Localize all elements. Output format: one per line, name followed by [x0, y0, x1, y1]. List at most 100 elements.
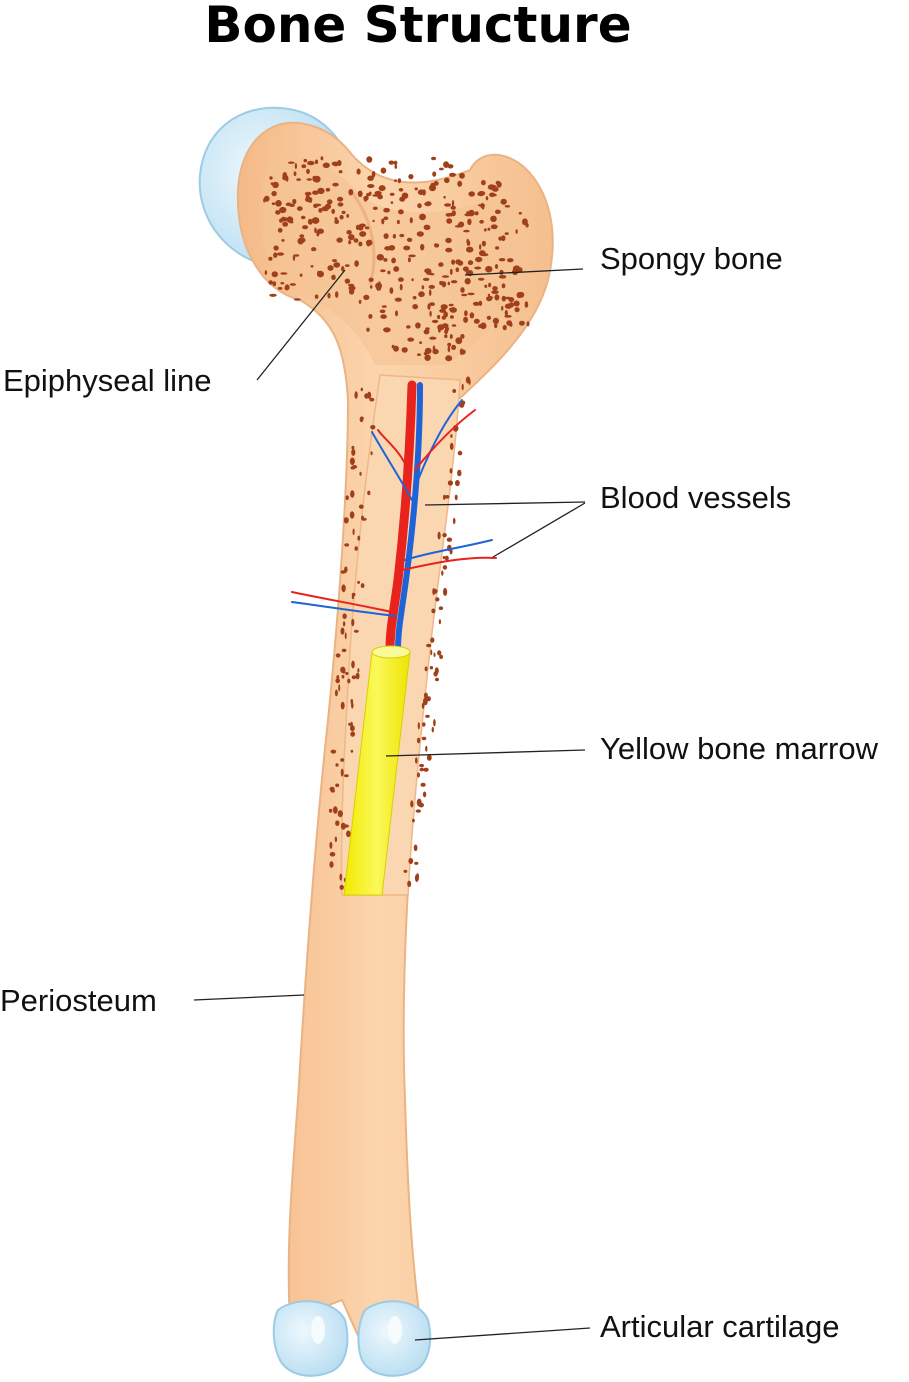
spongy-pore — [353, 629, 359, 633]
spongy-pore — [444, 555, 449, 561]
label-spongy-bone: Spongy bone — [600, 241, 783, 276]
spongy-pore — [419, 767, 425, 772]
spongy-pore — [268, 280, 274, 285]
spongy-pore — [383, 233, 389, 240]
spongy-pore — [280, 282, 285, 285]
spongy-pore — [429, 666, 434, 670]
spongy-pore — [447, 480, 453, 486]
spongy-pore — [372, 219, 375, 223]
spongy-pore — [504, 205, 511, 208]
spongy-pore — [294, 254, 300, 257]
spongy-pore — [498, 258, 506, 262]
spongy-pore — [487, 184, 496, 190]
spongy-pore — [461, 293, 468, 297]
spongy-pore — [459, 348, 464, 356]
spongy-pore — [437, 650, 442, 656]
spongy-pore — [317, 187, 325, 195]
spongy-pore — [393, 266, 400, 272]
spongy-pore — [272, 181, 279, 189]
spongy-pore — [473, 318, 480, 324]
spongy-pore — [445, 355, 453, 362]
spongy-pore — [450, 205, 456, 210]
spongy-pore — [416, 798, 422, 807]
spongy-pore — [501, 295, 506, 302]
spongy-pore — [289, 221, 294, 224]
spongy-pore — [357, 668, 360, 673]
blood-vessel-network — [291, 380, 497, 653]
spongy-pore — [494, 294, 500, 301]
spongy-pore — [276, 252, 285, 256]
spongy-pore — [425, 745, 428, 752]
spongy-pore — [507, 258, 514, 263]
spongy-pore — [447, 342, 452, 347]
spongy-pore — [383, 216, 389, 221]
spongy-pore — [361, 517, 367, 521]
spongy-pore — [268, 256, 273, 261]
spongy-pore — [478, 300, 483, 306]
spongy-pore — [344, 566, 348, 573]
label-blood-vessels: Blood vessels — [600, 480, 791, 515]
spongy-pore — [292, 198, 297, 205]
spongy-pore — [488, 282, 492, 288]
spongy-pore — [335, 653, 341, 658]
spongy-pore — [412, 296, 417, 300]
spongy-pore — [494, 209, 501, 214]
spongy-pore — [481, 253, 489, 257]
spongy-pore — [337, 160, 342, 166]
spongy-pore — [357, 190, 363, 198]
spongy-pore — [380, 167, 387, 174]
spongy-pore — [439, 308, 446, 313]
spongy-pore — [350, 731, 356, 737]
spongy-pore — [366, 242, 371, 247]
spongy-pore — [487, 227, 491, 231]
spongy-pore — [321, 206, 329, 212]
spongy-pore — [422, 277, 430, 281]
spongy-pore — [348, 189, 354, 196]
spongy-pore — [408, 858, 414, 864]
spongy-pore — [351, 595, 355, 600]
spongy-pore — [296, 206, 303, 211]
spongy-pore — [285, 202, 292, 207]
spongy-pore — [494, 323, 498, 329]
vein-branch — [417, 399, 463, 481]
spongy-pore — [490, 215, 497, 222]
spongy-pore — [273, 252, 278, 258]
spongy-pore — [335, 783, 340, 788]
spongy-pore — [393, 160, 398, 166]
spongy-pore — [293, 171, 297, 176]
spongy-pore — [331, 274, 336, 280]
spongy-pore — [275, 210, 281, 215]
leader-blood-vessels-1 — [424, 501, 586, 506]
spongy-pore — [328, 808, 333, 813]
spongy-pore — [432, 588, 436, 596]
spongy-pore — [360, 583, 365, 589]
spongy-pore — [426, 696, 431, 702]
spongy-pore — [331, 208, 336, 214]
spongy-pore — [409, 217, 413, 224]
spongy-pore — [423, 329, 430, 335]
diagram-title: Bone Structure — [204, 0, 631, 54]
spongy-pore — [526, 321, 530, 327]
spongy-pore — [454, 494, 458, 501]
spongy-pore — [421, 702, 425, 709]
spongy-pore — [475, 256, 483, 263]
spongy-pore — [424, 666, 428, 672]
spongy-pore — [433, 181, 439, 186]
spongy-pore — [415, 322, 421, 329]
spongy-pore — [432, 348, 439, 355]
spongy-pore — [420, 243, 425, 251]
spongy-pore — [508, 302, 515, 308]
spongy-pore — [477, 191, 485, 197]
spongy-pore — [355, 672, 360, 680]
spongy-pore — [345, 671, 349, 676]
spongy-pore — [371, 171, 376, 178]
spongy-pore — [421, 736, 427, 741]
spongy-pore — [329, 852, 336, 857]
spongy-pore — [452, 389, 457, 393]
spongy-pore — [366, 156, 373, 163]
spongy-pore — [322, 162, 330, 169]
spongy-pore — [428, 184, 437, 192]
spongy-pore — [445, 326, 449, 332]
spongy-pore — [457, 450, 463, 456]
spongy-pore — [358, 299, 362, 304]
